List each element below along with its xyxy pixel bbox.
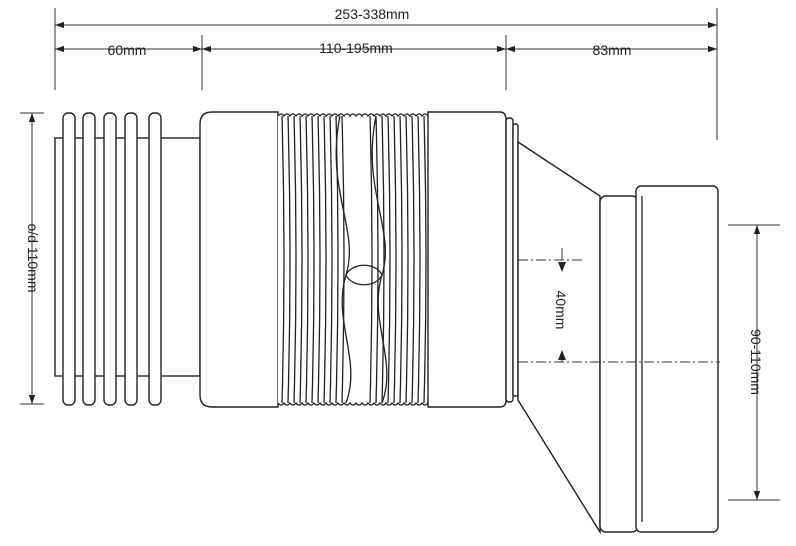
corrugation-rib: [299, 115, 303, 404]
flex-bottom-edge: [277, 401, 429, 406]
corrugation-rib: [375, 115, 379, 404]
corrugation-rib: [281, 115, 285, 404]
corrugation-rib: [329, 115, 333, 404]
corrugation-rib: [305, 115, 309, 404]
outlet-socket: [599, 185, 719, 533]
corrugation-rib: [423, 115, 427, 404]
label-overall-length: 253-338mm: [335, 6, 410, 22]
right-socket-collar: [427, 111, 519, 408]
corrugation-rib: [417, 115, 421, 404]
inlet-spigot: [54, 112, 201, 406]
corrugation-rib: [381, 115, 385, 404]
label-inlet-length: 60mm: [108, 42, 147, 58]
corrugation-rib: [399, 115, 403, 404]
corrugation-rib: [387, 115, 391, 404]
label-outlet-diameter: 90-110mm: [748, 329, 764, 395]
corrugation-rib: [335, 115, 339, 404]
flex-background: [278, 116, 428, 403]
corrugation-rib: [287, 115, 291, 404]
eccentric-reducer-cone: [517, 140, 601, 535]
label-extension-length: 110-195mm: [319, 40, 393, 56]
corrugation-rib: [311, 115, 315, 404]
label-offset: 40mm: [553, 291, 569, 330]
corrugation-rib: [317, 115, 321, 404]
flex-top-edge: [277, 113, 429, 118]
corrugation-rib: [405, 115, 409, 404]
break-line-crossing: [345, 264, 383, 286]
corrugation-rib: [393, 115, 397, 404]
centerlines: [518, 259, 720, 363]
corrugation-rib: [293, 115, 297, 404]
label-inlet-diameter: o/d 110mm: [25, 224, 41, 293]
corrugation-rib: [411, 115, 415, 404]
flexible-corrugated-section: [277, 113, 429, 406]
corrugation-rib: [323, 115, 327, 404]
corrugation-rib: [341, 115, 345, 404]
corrugation-rib: [369, 115, 373, 404]
dimension-offset: [558, 248, 566, 362]
label-outlet-length: 83mm: [593, 42, 632, 58]
left-socket-collar: [199, 111, 279, 408]
